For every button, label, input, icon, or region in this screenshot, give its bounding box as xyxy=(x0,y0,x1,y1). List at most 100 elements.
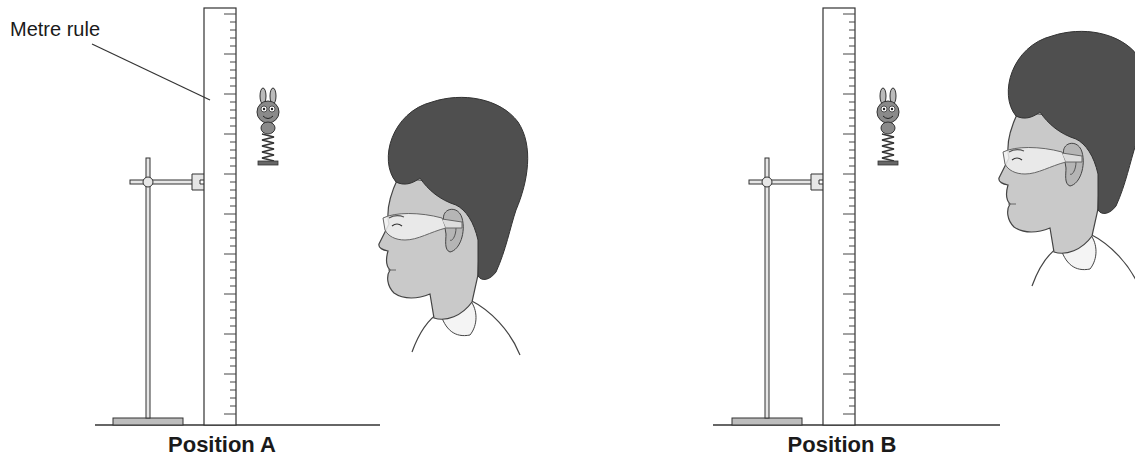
rule-tick xyxy=(843,94,855,95)
rule-tick xyxy=(849,262,855,263)
rule-tick xyxy=(230,238,236,239)
rule-tick xyxy=(230,222,236,223)
rule-tick xyxy=(849,126,855,127)
rule-tick xyxy=(230,78,236,79)
rule-tick xyxy=(849,86,855,87)
rule-tick xyxy=(230,118,236,119)
rule-tick xyxy=(849,398,855,399)
rule-tick xyxy=(849,366,855,367)
rule-tick xyxy=(230,342,236,343)
rule-tick xyxy=(230,350,236,351)
rule-tick xyxy=(843,374,855,375)
rule-tick xyxy=(224,374,236,375)
rule-tick xyxy=(849,206,855,207)
rule-tick xyxy=(230,326,236,327)
rule-tick xyxy=(230,198,236,199)
rule-tick xyxy=(849,222,855,223)
rule-tick xyxy=(849,246,855,247)
rule-tick xyxy=(843,414,855,415)
rule-tick xyxy=(849,238,855,239)
part-label: Metre rule xyxy=(10,18,100,41)
rule-tick xyxy=(230,406,236,407)
rule-tick xyxy=(843,134,855,135)
position-caption: Position B xyxy=(788,432,897,458)
rule-tick xyxy=(224,54,236,55)
rule-tick xyxy=(849,142,855,143)
rule-tick xyxy=(843,334,855,335)
rule-tick xyxy=(224,14,236,15)
rule-tick xyxy=(849,182,855,183)
rule-tick xyxy=(849,390,855,391)
rule-tick xyxy=(230,46,236,47)
rule-tick xyxy=(849,382,855,383)
rule-tick xyxy=(230,70,236,71)
rule-tick xyxy=(843,174,855,175)
metre-rule xyxy=(823,8,855,425)
rule-tick xyxy=(230,286,236,287)
rule-tick xyxy=(843,254,855,255)
rule-tick xyxy=(849,358,855,359)
metre-rule xyxy=(204,8,236,425)
rule-tick xyxy=(849,62,855,63)
rule-tick xyxy=(849,78,855,79)
rule-tick xyxy=(230,358,236,359)
rule-tick xyxy=(230,366,236,367)
rule-tick xyxy=(849,302,855,303)
rule-tick xyxy=(849,318,855,319)
rule-tick xyxy=(230,126,236,127)
rule-tick xyxy=(843,14,855,15)
rule-tick xyxy=(849,342,855,343)
rule-tick xyxy=(230,390,236,391)
rule-tick xyxy=(230,86,236,87)
rule-tick xyxy=(230,182,236,183)
position-b-scene xyxy=(713,8,1135,425)
rule-tick xyxy=(849,38,855,39)
rule-tick xyxy=(849,230,855,231)
rule-tick xyxy=(849,350,855,351)
rule-tick xyxy=(230,150,236,151)
rule-tick xyxy=(230,318,236,319)
position-a-scene xyxy=(92,8,528,425)
rule-tick xyxy=(224,294,236,295)
rule-tick xyxy=(849,286,855,287)
rule-tick xyxy=(843,54,855,55)
rule-tick xyxy=(849,198,855,199)
rule-tick xyxy=(849,70,855,71)
rule-tick xyxy=(230,206,236,207)
rule-tick xyxy=(224,214,236,215)
rule-tick xyxy=(849,46,855,47)
rule-tick xyxy=(849,166,855,167)
rule-tick xyxy=(849,190,855,191)
rule-tick xyxy=(849,270,855,271)
leader-line xyxy=(92,44,210,100)
rule-tick xyxy=(230,142,236,143)
rule-tick xyxy=(849,102,855,103)
rule-tick xyxy=(230,38,236,39)
rule-tick xyxy=(230,62,236,63)
rule-tick xyxy=(849,326,855,327)
rule-tick xyxy=(230,246,236,247)
rule-tick xyxy=(849,278,855,279)
rule-tick xyxy=(230,278,236,279)
rule-tick xyxy=(224,414,236,415)
rule-tick xyxy=(230,190,236,191)
rule-tick xyxy=(849,150,855,151)
rule-tick xyxy=(843,294,855,295)
rule-tick xyxy=(224,334,236,335)
rule-tick xyxy=(230,30,236,31)
rule-tick xyxy=(230,102,236,103)
rule-tick xyxy=(849,118,855,119)
rule-tick xyxy=(849,310,855,311)
rule-tick xyxy=(230,110,236,111)
rule-tick xyxy=(224,254,236,255)
rule-tick xyxy=(230,166,236,167)
rule-tick xyxy=(230,382,236,383)
rule-tick xyxy=(849,22,855,23)
rule-tick xyxy=(224,134,236,135)
rule-tick xyxy=(230,270,236,271)
rule-tick xyxy=(230,22,236,23)
rule-tick xyxy=(224,174,236,175)
rule-tick xyxy=(230,158,236,159)
rule-tick xyxy=(230,230,236,231)
